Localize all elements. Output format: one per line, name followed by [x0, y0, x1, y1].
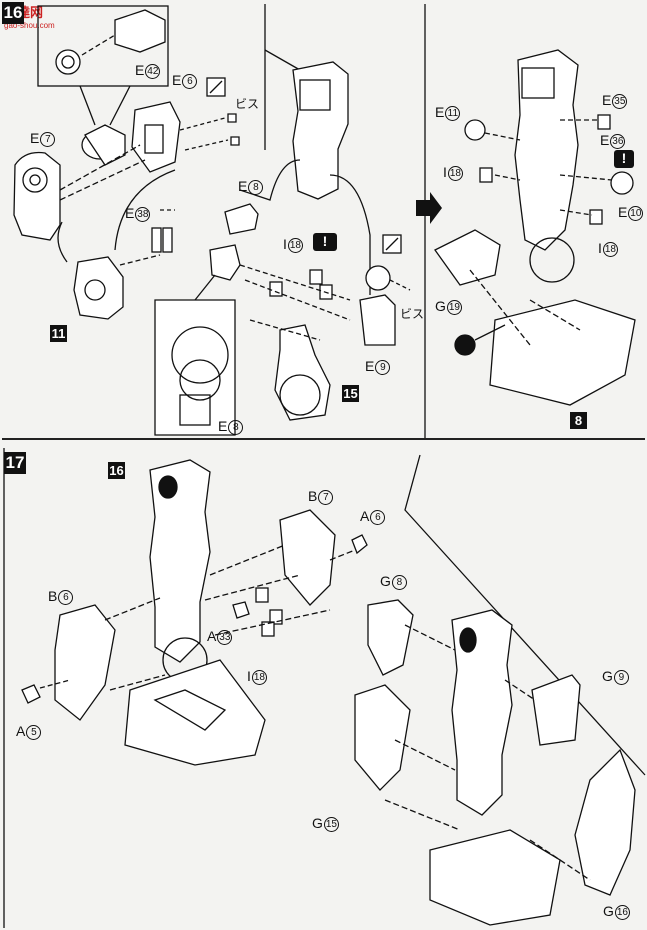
watermark-url: gao-shou.com — [4, 21, 55, 30]
label-letter: E — [218, 418, 228, 434]
label-letter: E — [135, 62, 145, 78]
label-number: 19 — [446, 299, 462, 315]
label-number: 8 — [391, 574, 407, 590]
label-letter: A — [207, 628, 217, 644]
label-number: 38 — [135, 206, 151, 222]
step17-badge: 17 — [4, 452, 26, 474]
screw-label-mid: ビス — [400, 307, 425, 321]
label-letter: I — [443, 164, 447, 180]
label-letter: E — [618, 204, 628, 220]
label-number: 15 — [323, 816, 339, 832]
label-number: 35 — [612, 93, 628, 109]
label-letter: E — [600, 132, 610, 148]
label-number: 18 — [287, 237, 303, 253]
label-number: 7 — [40, 131, 56, 147]
label-number: 8 — [248, 179, 264, 195]
label-letter: E — [365, 358, 375, 374]
label-number: 6 — [58, 589, 74, 605]
label-number: 18 — [251, 669, 267, 685]
label-letter: E — [602, 92, 612, 108]
label-letter: B — [308, 488, 318, 504]
label-number: 11 — [445, 105, 461, 121]
label-number: 36 — [610, 133, 626, 149]
label-letter: E — [238, 178, 248, 194]
label-letter: B — [48, 588, 58, 604]
label-letter: E — [435, 104, 445, 120]
ref-step-11: 11 — [50, 325, 67, 342]
ref-step-8: 8 — [570, 412, 587, 429]
label-letter: E — [125, 205, 135, 221]
label-number: 18 — [602, 241, 618, 257]
step16-panel — [2, 2, 645, 440]
label-letter: A — [360, 508, 370, 524]
label-letter: I — [283, 236, 287, 252]
ref-step-16: 16 — [108, 462, 125, 479]
warning-icon-right: ! — [614, 150, 634, 168]
label-number: 10 — [628, 205, 644, 221]
label-letter: G — [380, 573, 391, 589]
label-letter: G — [435, 298, 446, 314]
label-letter: E — [172, 72, 182, 88]
warning-mark: ! — [621, 150, 627, 166]
label-number: 8 — [228, 419, 244, 435]
label-number: 16 — [614, 904, 630, 920]
label-number: 9 — [613, 669, 629, 685]
label-number: 6 — [182, 73, 198, 89]
label-letter: G — [603, 903, 614, 919]
label-letter: E — [30, 130, 40, 146]
label-letter: G — [312, 815, 323, 831]
label-number: 9 — [375, 359, 391, 375]
screw-label-top: ビス — [235, 97, 260, 111]
warning-icon-mid: ! — [313, 233, 337, 251]
label-number: 6 — [370, 509, 386, 525]
label-number: 5 — [26, 724, 42, 740]
ref-step-15: 15 — [342, 385, 359, 402]
label-number: 18 — [447, 165, 463, 181]
label-number: 7 — [318, 489, 334, 505]
label-letter: I — [598, 240, 602, 256]
label-number: 42 — [145, 63, 161, 79]
label-letter: G — [602, 668, 613, 684]
label-letter: I — [247, 668, 251, 684]
label-letter: A — [16, 723, 26, 739]
warning-mark: ! — [322, 233, 328, 249]
step16-badge: 16 — [2, 2, 24, 24]
label-number: 33 — [217, 629, 233, 645]
